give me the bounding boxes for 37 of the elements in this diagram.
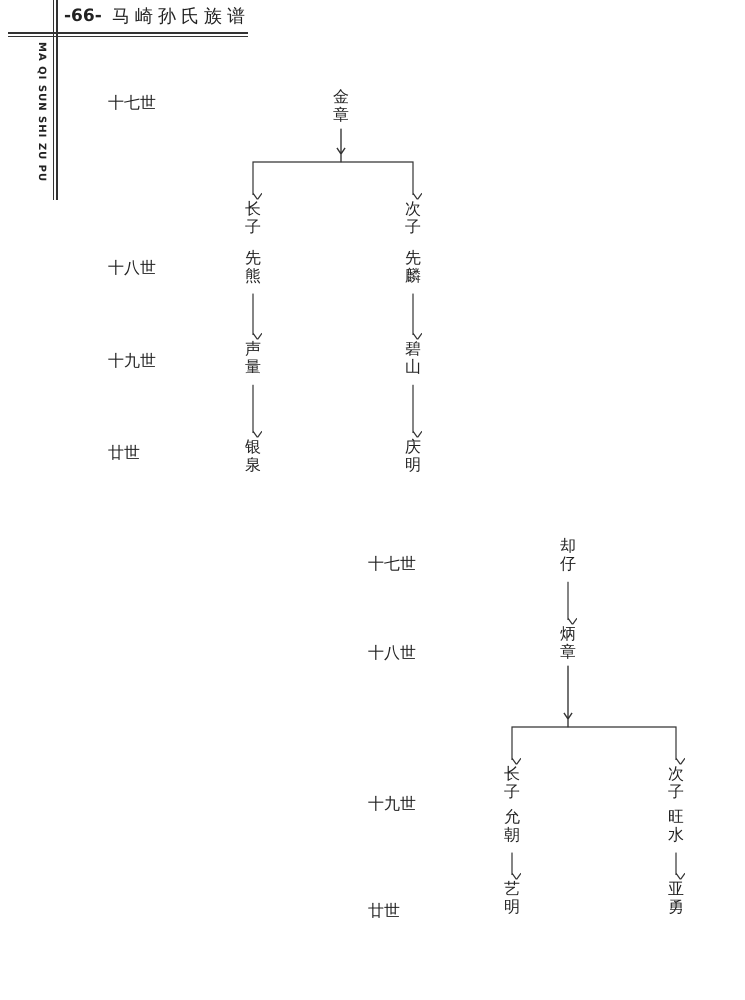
generation-label: 廿世 <box>108 443 140 464</box>
generation-label: 十八世 <box>108 258 156 279</box>
vertical-running-title: MA QI SUN SHI ZU PU <box>36 42 47 182</box>
generation-label: 十九世 <box>368 794 416 815</box>
person-name: 银泉 <box>245 438 261 475</box>
generation-label: 十七世 <box>368 554 416 575</box>
generation-label: 十八世 <box>368 643 416 664</box>
person-name: 碧山 <box>405 340 421 377</box>
arrow <box>412 384 423 438</box>
arrow <box>252 384 263 438</box>
generation-label: 十七世 <box>108 93 156 114</box>
generation-label: 十九世 <box>108 351 156 372</box>
arrow <box>567 582 578 626</box>
relation-text: 长子 <box>245 200 261 237</box>
relation-text: 次子 <box>668 765 684 802</box>
person-name: 庆明 <box>405 438 421 475</box>
arrow <box>252 294 263 340</box>
page-number: -66- <box>64 6 102 26</box>
person-name: 金章 <box>333 88 349 125</box>
person-name: 炳章 <box>560 625 576 662</box>
arrow <box>511 852 522 880</box>
branch-arrow <box>336 128 423 200</box>
person-name: 先熊 <box>245 248 261 286</box>
arrow <box>675 852 686 880</box>
person-name: 声量 <box>245 340 261 377</box>
person-name: 先麟 <box>405 248 421 286</box>
person-name: 艺明 <box>504 880 520 917</box>
relation-text: 次子 <box>405 200 421 237</box>
person-name: 亚勇 <box>668 880 684 917</box>
generation-label: 廿世 <box>368 901 400 922</box>
person-name: 旺水 <box>668 808 684 845</box>
page-title: 马崎孙氏族谱 <box>112 5 250 28</box>
relation-text: 长子 <box>504 765 520 802</box>
person-name: 却仔 <box>560 537 576 574</box>
branch-arrow <box>563 666 686 766</box>
arrow <box>412 294 423 340</box>
person-name: 允朝 <box>504 808 520 845</box>
